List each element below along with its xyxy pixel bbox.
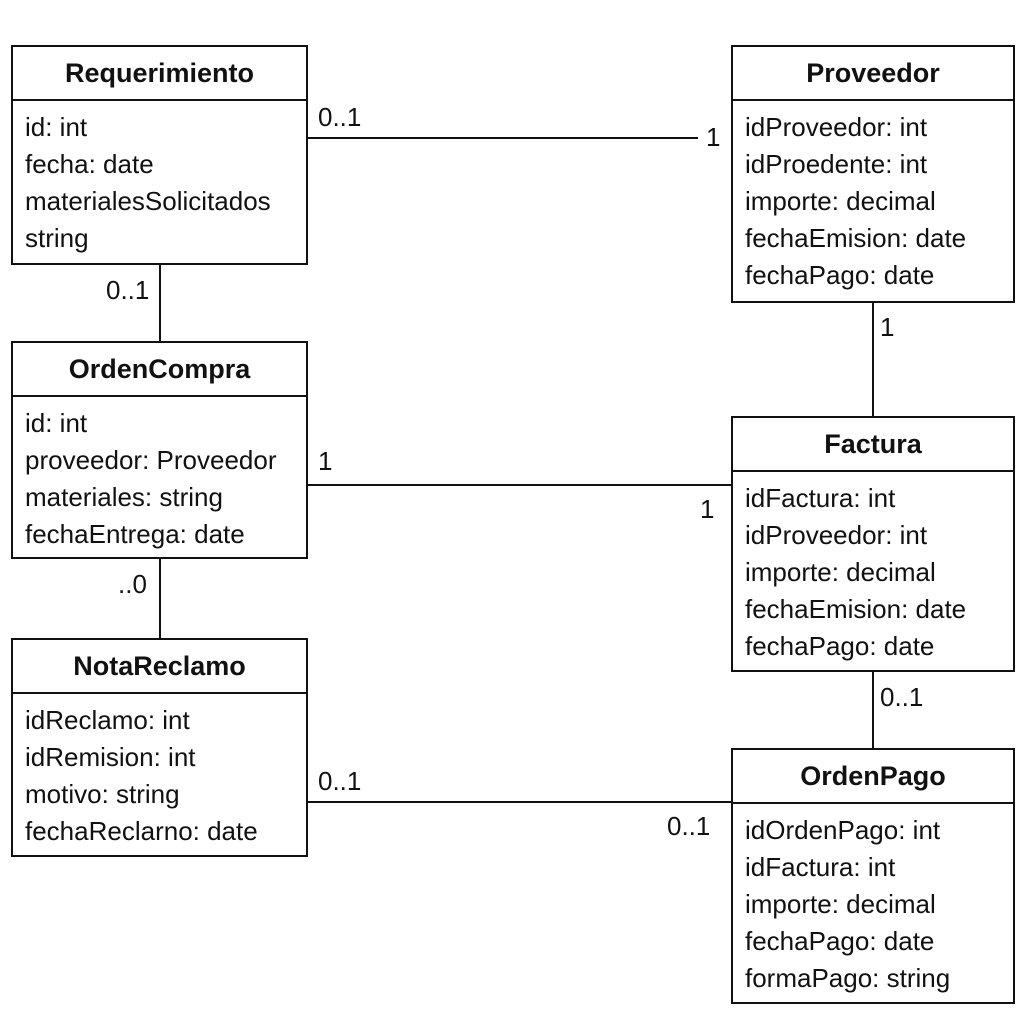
class-name-factura: Factura [733, 418, 1013, 472]
multiplicity-proveedor-factura: 1 [880, 312, 895, 342]
attribute-list-notareclamo: idReclamo: int idRemision: int motivo: s… [13, 694, 306, 850]
attribute: motivo: string [25, 779, 180, 809]
class-factura[interactable]: Factura idFactura: int idProveedor: int … [731, 416, 1015, 672]
multiplicity-factura-ordenpago: 0..1 [880, 682, 924, 712]
attribute: proveedor: Proveedor [25, 445, 277, 475]
multiplicity-ordencompra-notareclamo: ..0 [118, 569, 147, 599]
attribute: idReclamo: int [25, 705, 190, 735]
attribute: fechaPago: date [745, 926, 935, 956]
attribute-list-requerimiento: id: int fecha: date materialesSolicitado… [13, 101, 306, 257]
multiplicity-requerimiento-ordencompra: 0..1 [106, 275, 150, 305]
class-name-requerimiento: Requerimiento [13, 47, 306, 101]
attribute: importe: decimal [745, 186, 936, 216]
class-proveedor[interactable]: Proveedor idProveedor: int idProedente: … [731, 45, 1015, 303]
multiplicity-requerimiento-proveedor-target: 1 [706, 122, 721, 152]
attribute: materiales: string [25, 482, 223, 512]
attribute: fechaEmision: date [745, 594, 967, 624]
multiplicity-notareclamo-ordenpago-target: 0..1 [667, 811, 711, 841]
attribute: string [25, 223, 89, 253]
multiplicity-ordencompra-factura-source: 1 [318, 446, 333, 476]
attribute: fechaPago: date [745, 260, 935, 290]
multiplicity-ordencompra-factura-target: 1 [700, 494, 715, 524]
multiplicity-requerimiento-proveedor-source: 0..1 [318, 102, 362, 132]
class-requerimiento[interactable]: Requerimiento id: int fecha: date materi… [11, 45, 308, 265]
class-name-notareclamo: NotaReclamo [13, 640, 306, 694]
attribute: idProveedor: int [745, 520, 928, 550]
class-name-ordenpago: OrdenPago [733, 750, 1013, 804]
attribute: fechaReclarno: date [25, 816, 258, 846]
attribute: importe: decimal [745, 889, 936, 919]
class-name-proveedor: Proveedor [733, 47, 1013, 101]
multiplicity-notareclamo-ordenpago-source: 0..1 [318, 766, 362, 796]
attribute: idProedente: int [745, 149, 928, 179]
class-name-ordencompra: OrdenCompra [13, 343, 306, 397]
attribute-list-proveedor: idProveedor: int idProedente: int import… [733, 101, 1013, 294]
attribute: idOrdenPago: int [745, 815, 941, 845]
attribute: importe: decimal [745, 557, 936, 587]
attribute: id: int [25, 408, 88, 438]
attribute: fechaEntrega: date [25, 519, 245, 549]
attribute: fecha: date [25, 149, 154, 179]
attribute: idRemision: int [25, 742, 196, 772]
attribute: fechaEmision: date [745, 223, 967, 253]
class-ordencompra[interactable]: OrdenCompra id: int proveedor: Proveedor… [11, 341, 308, 559]
attribute: fechaPago: date [745, 631, 935, 661]
attribute: materialesSolicitados [25, 186, 271, 216]
attribute: idFactura: int [745, 483, 896, 513]
attribute: formaPago: string [745, 963, 951, 993]
attribute: idProveedor: int [745, 112, 928, 142]
class-notareclamo[interactable]: NotaReclamo idReclamo: int idRemision: i… [11, 638, 308, 857]
attribute-list-ordenpago: idOrdenPago: int idFactura: int importe:… [733, 804, 1013, 997]
attribute: id: int [25, 112, 88, 142]
class-ordenpago[interactable]: OrdenPago idOrdenPago: int idFactura: in… [731, 748, 1015, 1004]
attribute-list-ordencompra: id: int proveedor: Proveedor materiales:… [13, 397, 306, 553]
attribute: idFactura: int [745, 852, 896, 882]
attribute-list-factura: idFactura: int idProveedor: int importe:… [733, 472, 1013, 665]
